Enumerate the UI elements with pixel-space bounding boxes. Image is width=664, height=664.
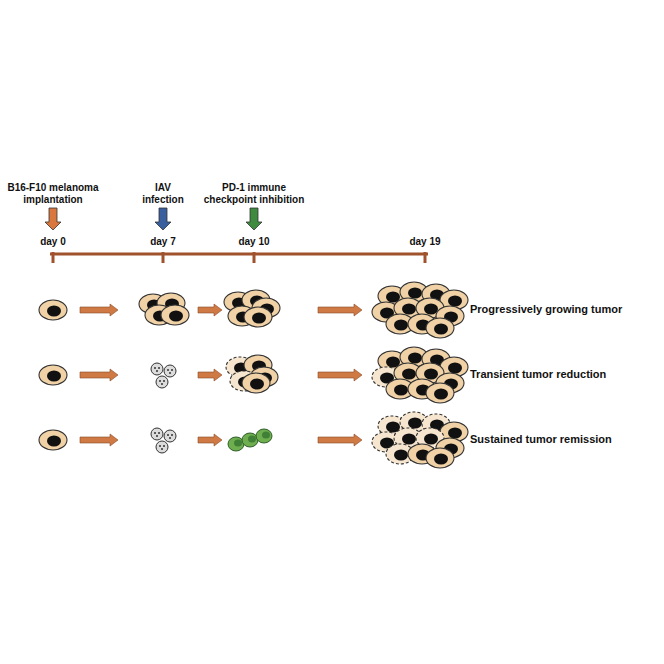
virus-dot: [171, 434, 173, 436]
virus-dot: [158, 432, 160, 434]
event-label: PD-1 immune checkpoint inhibition: [202, 182, 306, 206]
cell-nucleus: [424, 304, 438, 315]
progress-arrow: [198, 434, 222, 446]
virus-particle: [156, 376, 168, 388]
cell-nucleus: [169, 311, 183, 322]
tumor-cell: [244, 307, 272, 327]
t-cell-core: [234, 440, 242, 447]
progress-arrow: [318, 304, 362, 316]
virus-dot: [161, 448, 163, 450]
cell-nucleus: [434, 454, 448, 465]
event-arrow: [155, 208, 171, 230]
virus-dot: [167, 434, 169, 436]
cell-nucleus: [448, 428, 462, 439]
virus-dot: [167, 369, 169, 371]
t-cell-core: [262, 432, 270, 439]
cell-nucleus: [448, 296, 462, 307]
cell-nucleus: [394, 385, 408, 396]
day-label: day 7: [150, 236, 176, 248]
tumor-cell: [39, 300, 67, 320]
tumor-cell: [242, 373, 270, 393]
progress-arrow: [318, 434, 362, 446]
progress-arrow: [198, 369, 222, 381]
event-label: IAV infection: [135, 182, 191, 206]
progress-arrow: [80, 304, 118, 316]
event-arrow: [246, 208, 262, 230]
virus-dot: [171, 369, 173, 371]
day-label: day 0: [40, 236, 66, 248]
cell-nucleus: [402, 369, 416, 380]
virus-dot: [154, 367, 156, 369]
event-arrow: [45, 208, 61, 230]
virus-dot: [169, 372, 171, 374]
virus-dot: [158, 367, 160, 369]
tumor-cell: [426, 448, 454, 468]
cell-nucleus: [408, 353, 422, 364]
timeline-tick: [424, 252, 427, 263]
day-label: day 19: [409, 236, 440, 248]
timeline-bar: [50, 253, 428, 256]
cell-nucleus: [250, 379, 264, 390]
virus-particle: [151, 363, 163, 375]
t-cell: [256, 429, 272, 443]
progress-arrow: [80, 434, 118, 446]
day-label: day 10: [238, 236, 269, 248]
timeline-tick: [162, 252, 165, 263]
outcome-label: Sustained tumor remission: [470, 433, 612, 446]
progress-arrow: [318, 369, 362, 381]
t-cell-core: [248, 436, 256, 443]
virus-dot: [163, 380, 165, 382]
tumor-cell: [426, 383, 454, 403]
cell-nucleus: [434, 389, 448, 400]
virus-dot: [156, 370, 158, 372]
virus-dot: [159, 380, 161, 382]
tumor-cell: [39, 430, 67, 450]
cell-nucleus: [394, 450, 408, 461]
cell-nucleus: [424, 369, 438, 380]
event-label: B16-F10 melanoma implantation: [3, 182, 103, 206]
timeline-tick: [253, 252, 256, 263]
virus-dot: [169, 437, 171, 439]
cell-nucleus: [448, 363, 462, 374]
cell-nucleus: [47, 306, 61, 317]
virus-dot: [159, 445, 161, 447]
tumor-cell: [426, 318, 454, 338]
cell-nucleus: [424, 434, 438, 445]
virus-dot: [163, 445, 165, 447]
cell-nucleus: [434, 324, 448, 335]
outcome-label: Progressively growing tumor: [470, 303, 622, 316]
tumor-cell: [39, 365, 67, 385]
virus-dot: [154, 432, 156, 434]
virus-dot: [161, 383, 163, 385]
tumor-cell: [161, 305, 189, 325]
timeline-tick: [52, 252, 55, 263]
cell-nucleus: [252, 313, 266, 324]
cell-nucleus: [408, 418, 422, 429]
progress-arrow: [80, 369, 118, 381]
cell-nucleus: [394, 320, 408, 331]
cell-nucleus: [408, 288, 422, 299]
virus-particle: [164, 365, 176, 377]
cell-nucleus: [402, 304, 416, 315]
virus-particle: [164, 430, 176, 442]
cell-nucleus: [47, 371, 61, 382]
cell-nucleus: [402, 434, 416, 445]
cell-nucleus: [47, 436, 61, 447]
virus-dot: [156, 435, 158, 437]
virus-particle: [151, 428, 163, 440]
progress-arrow: [198, 304, 222, 316]
virus-particle: [156, 441, 168, 453]
outcome-label: Transient tumor reduction: [470, 368, 606, 381]
